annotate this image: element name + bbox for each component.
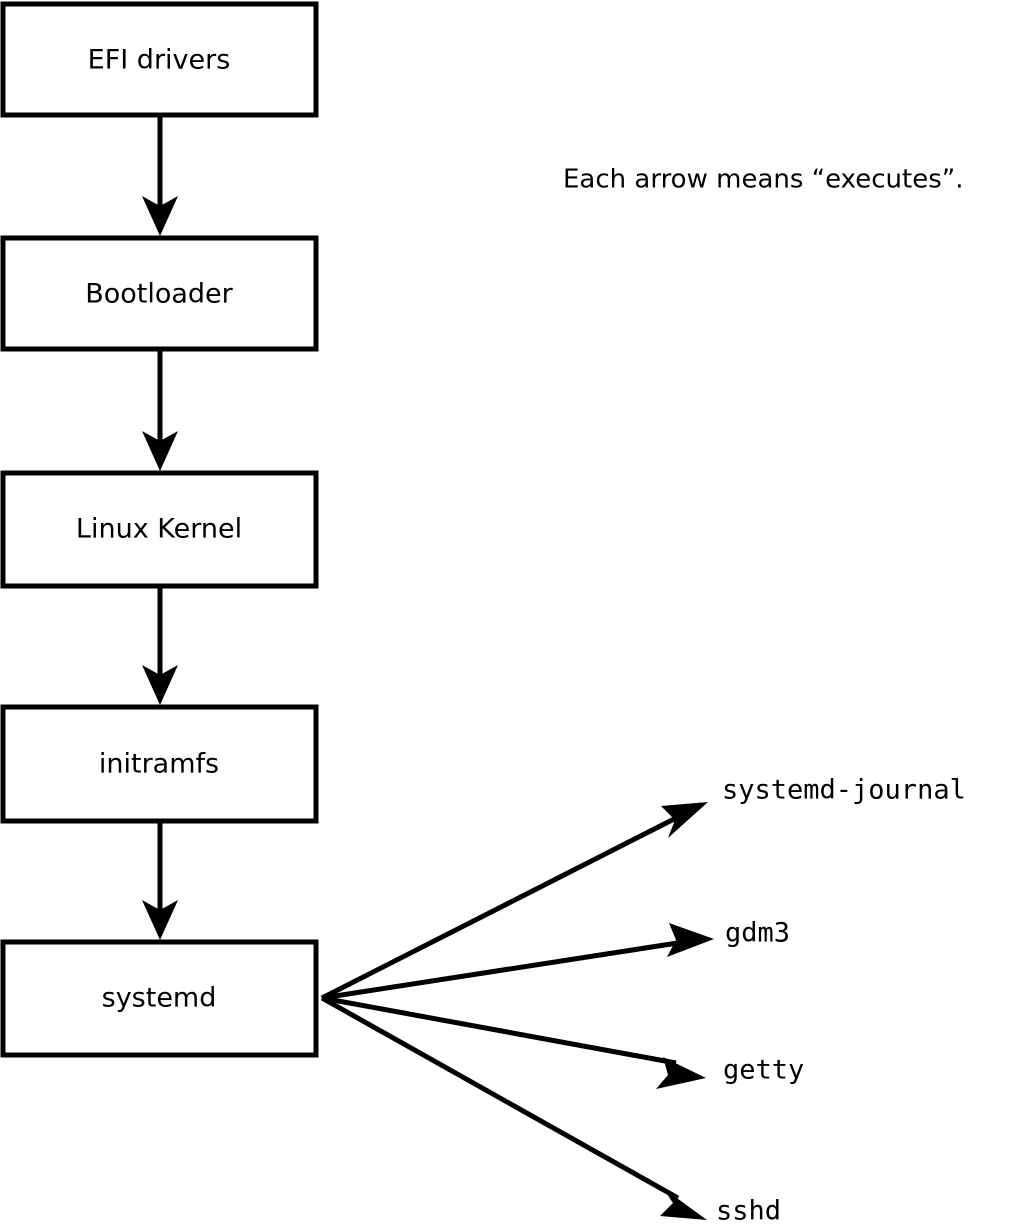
- box-label-initramfs: initramfs: [99, 749, 219, 780]
- box-efi-drivers[interactable]: EFI drivers: [0, 1, 319, 118]
- chain-arrow-bootloader-to-kernel: [142, 351, 178, 471]
- service-label-systemd-journal: systemd-journal: [722, 775, 966, 806]
- service-label-gdm3: gdm3: [725, 918, 790, 949]
- caption: Each arrow means “executes”.: [563, 165, 964, 195]
- chain-arrow-kernel-to-initramfs: [142, 588, 178, 705]
- fan-arrow-systemd-to-getty: [321, 995, 706, 1089]
- box-label-bootloader: Bootloader: [85, 279, 233, 310]
- service-label-getty: getty: [723, 1055, 804, 1086]
- box-initramfs[interactable]: initramfs: [0, 704, 319, 824]
- box-systemd[interactable]: systemd: [0, 939, 319, 1058]
- box-bootloader[interactable]: Bootloader: [0, 235, 319, 352]
- service-label-sshd: sshd: [716, 1196, 781, 1227]
- box-label-systemd: systemd: [102, 983, 217, 1014]
- chain-arrow-efi-to-bootloader: [142, 117, 178, 236]
- box-linux-kernel[interactable]: Linux Kernel: [0, 470, 319, 589]
- chain-arrow-initramfs-to-systemd: [142, 823, 178, 940]
- box-label-linux-kernel: Linux Kernel: [76, 514, 242, 545]
- box-label-efi-drivers: EFI drivers: [88, 45, 231, 76]
- fan-arrow-systemd-to-gdm3: [321, 923, 714, 1001]
- fan-arrow-systemd-to-systemd-journal: [320, 802, 708, 1001]
- fan-arrow-systemd-to-sshd: [320, 995, 707, 1220]
